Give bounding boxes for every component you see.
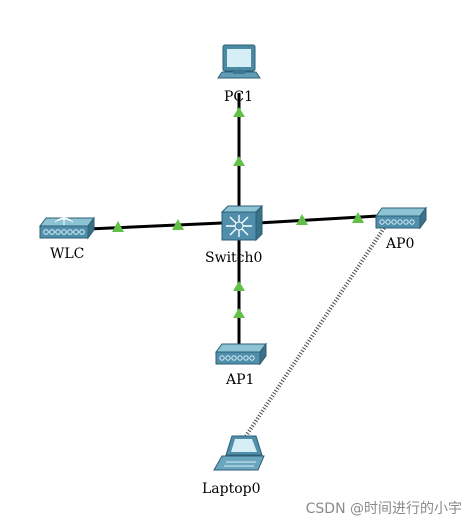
link-up-icon [233, 308, 245, 318]
link-status-indicators [112, 107, 364, 318]
link-up-icon [172, 219, 184, 230]
ap1-label: AP1 [226, 372, 255, 388]
ap0-label: AP0 [386, 236, 415, 252]
link-up-icon [296, 214, 308, 225]
laptop-label: Laptop0 [202, 481, 261, 497]
link-up-icon [233, 107, 245, 117]
wireless-lan-controller-icon[interactable] [39, 216, 95, 240]
pc-icon[interactable] [217, 44, 261, 79]
access-point-icon[interactable] [215, 342, 267, 366]
wlc-label: WLC [50, 246, 85, 262]
link-up-icon [112, 221, 124, 232]
laptop-icon[interactable] [213, 435, 265, 471]
access-point-icon[interactable] [375, 206, 427, 230]
pc-label: PC1 [224, 89, 254, 105]
link-up-icon [233, 156, 245, 166]
link-up-icon [352, 212, 364, 223]
link-switch-wlc[interactable] [87, 221, 223, 231]
link-up-icon [233, 281, 245, 291]
watermark: CSDN @时间进行的小宇 [305, 501, 462, 517]
wireless-link-ap0-laptop0[interactable] [244, 226, 386, 438]
switch-label: Switch0 [205, 250, 263, 266]
multilayer-switch-icon[interactable] [220, 204, 264, 242]
